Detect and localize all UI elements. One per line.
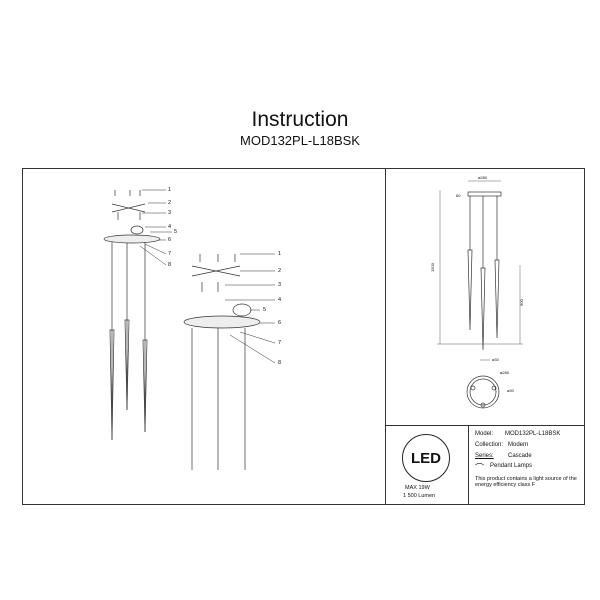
series-value: Cascade xyxy=(508,453,532,459)
led-lumen: 1 500 Lumen xyxy=(403,493,436,499)
energy-note: This product contains a light source of … xyxy=(475,476,577,488)
divider xyxy=(385,168,386,505)
drawing-frame xyxy=(22,168,585,505)
part-label: 2 xyxy=(168,200,172,206)
lamp-type: Pendant Lamps xyxy=(490,463,533,469)
page-title: Instruction xyxy=(251,108,349,131)
part-label: 7 xyxy=(168,251,172,257)
part-label: 8 xyxy=(168,262,172,268)
dim-plan-shade: ⌀30 xyxy=(507,388,514,393)
small-assembly xyxy=(103,189,172,441)
series-label: Series: xyxy=(475,453,494,459)
led-power: MAX 19W xyxy=(405,485,430,491)
led-logo: LED xyxy=(402,434,450,482)
dim-canopy-diameter: ⌀280 xyxy=(478,175,488,180)
part-label: 5 xyxy=(174,229,178,235)
model-subtitle: MOD132PL-L18BSK xyxy=(240,133,360,148)
part-label: 6 xyxy=(168,237,172,243)
collection-value: Modern xyxy=(508,442,529,448)
pendant-lamp-icon: ⌒ xyxy=(475,463,485,473)
part-label: 6 xyxy=(278,320,282,326)
part-label: 8 xyxy=(278,360,282,366)
divider xyxy=(385,425,585,426)
divider xyxy=(468,425,469,505)
part-label: 7 xyxy=(278,340,282,346)
dim-total-height: 1500 xyxy=(429,263,435,272)
part-label: 3 xyxy=(278,282,282,288)
part-label: 3 xyxy=(168,210,172,216)
dim-shade-diameter: ⌀30 xyxy=(492,357,499,362)
part-label: 1 xyxy=(168,187,172,193)
model-value: MOD132PL-L18BSK xyxy=(505,431,561,437)
part-label: 5 xyxy=(263,307,267,313)
collection-label: Collection: xyxy=(475,442,504,448)
dim-shade-length: 600 xyxy=(518,299,524,306)
large-assembly xyxy=(183,253,276,470)
part-label: 2 xyxy=(278,268,282,274)
dimension-drawing xyxy=(437,180,523,409)
part-label: 4 xyxy=(278,297,282,303)
model-label: Model: xyxy=(475,431,494,437)
dim-canopy-height: 60 xyxy=(456,193,461,198)
part-label: 1 xyxy=(278,251,282,257)
part-label: 4 xyxy=(168,224,172,230)
dim-plan-canopy: ⌀280 xyxy=(500,370,510,375)
